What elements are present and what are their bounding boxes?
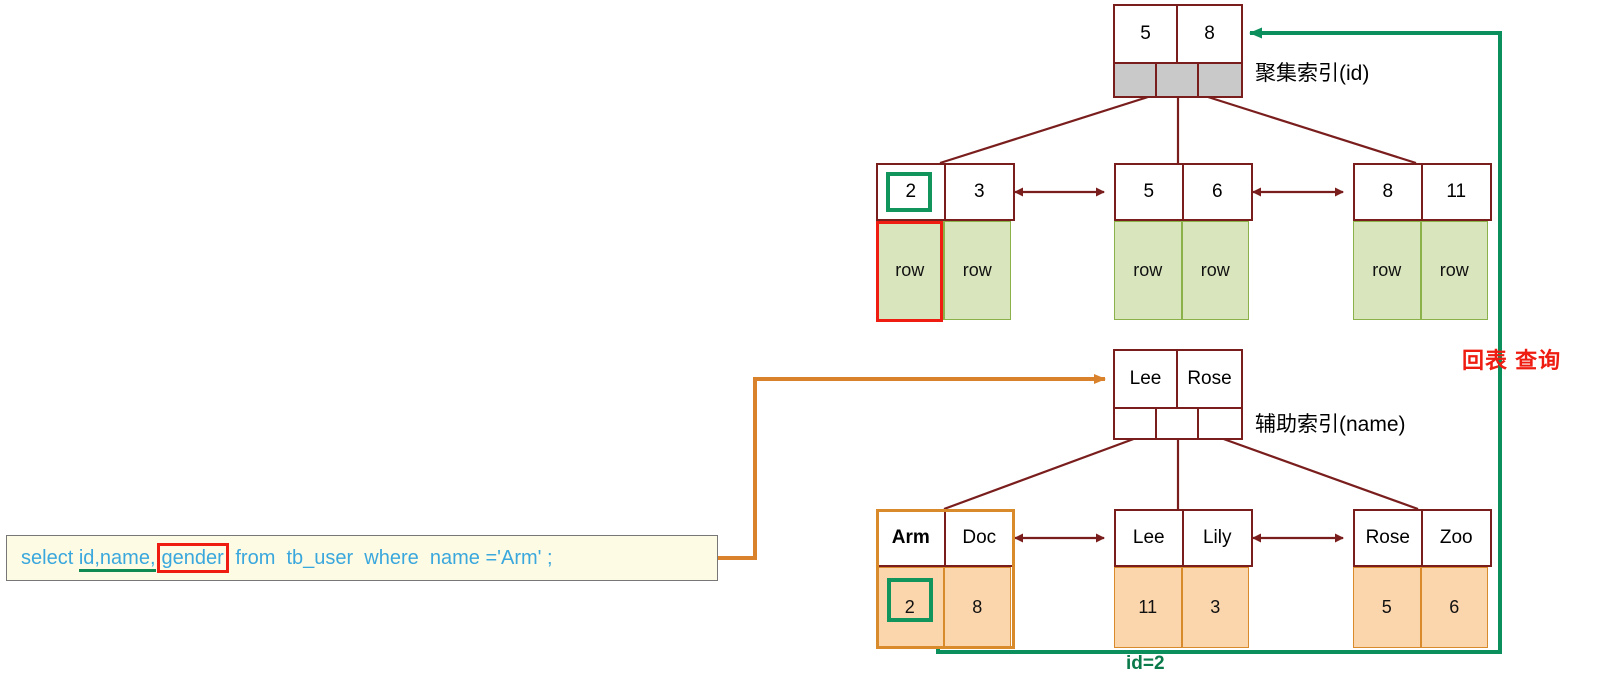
clustered-root-pointer-1[interactable] <box>1157 64 1199 96</box>
sql-part-boxed: gender <box>156 542 229 573</box>
secondary-leaf-2-ids: 5 6 <box>1353 567 1492 648</box>
clustered-root-node[interactable]: 5 8 <box>1113 4 1243 98</box>
secondary-root-pointer-2[interactable] <box>1199 409 1241 438</box>
sql-part-rest: from tb_user where name ='Arm' ; <box>229 546 553 569</box>
secondary-root-pointer-0[interactable] <box>1115 409 1157 438</box>
sql-part-underlined: id,name, <box>78 546 156 572</box>
clustered-leaf-0-rows: row row <box>876 221 1015 320</box>
clustered-leaf-0-row-highlight <box>876 221 943 322</box>
secondary-leaf-1[interactable]: Lee Lily 11 3 <box>1114 509 1253 648</box>
secondary-leaf-0-id-highlight <box>887 578 933 622</box>
clustered-leaf-2-row-0: row <box>1353 221 1421 320</box>
clustered-leaf-1-keys: 5 6 <box>1114 163 1253 221</box>
secondary-leaf-2-key-0: Rose <box>1355 511 1423 565</box>
clustered-index-label: 聚集索引(id) <box>1255 62 1370 85</box>
secondary-leaf-2-id-1: 6 <box>1420 567 1488 648</box>
clustered-leaf-2-key-0: 8 <box>1355 165 1423 219</box>
secondary-leaf-0-key-1: Doc <box>962 527 997 548</box>
sql-part-select: select <box>21 546 79 569</box>
secondary-leaf-2-keys: Rose Zoo <box>1353 509 1492 567</box>
clustered-root-pointer-2[interactable] <box>1199 64 1241 96</box>
clustered-root-pointer-0[interactable] <box>1115 64 1157 96</box>
clustered-leaf-1-row-1: row <box>1181 221 1249 320</box>
clustered-leaf-2-key-1: 11 <box>1446 181 1467 202</box>
secondary-root-key-1: Rose <box>1187 368 1232 389</box>
sql-statement-text: select id,name,gender from tb_user where… <box>21 542 553 573</box>
clustered-leaf-1-row-0: row <box>1114 221 1182 320</box>
secondary-leaf-0-node-highlight <box>876 509 1015 649</box>
clustered-root-key-1: 8 <box>1204 23 1215 44</box>
secondary-root-keys: Lee Rose <box>1113 349 1243 409</box>
sql-statement-box[interactable]: select id,name,gender from tb_user where… <box>6 535 718 581</box>
secondary-root-node[interactable]: Lee Rose <box>1113 349 1243 440</box>
clustered-leaf-0-key-1: 3 <box>973 181 985 202</box>
clustered-leaf-1-key-1: 6 <box>1211 181 1223 202</box>
clustered-leaf-0-key-highlight <box>886 172 932 212</box>
secondary-leaf-1-id-0: 11 <box>1114 567 1182 648</box>
secondary-root-pointer-1[interactable] <box>1157 409 1199 438</box>
clustered-leaf-0-row-1: row <box>943 221 1011 320</box>
clustered-leaf-1-key-0: 5 <box>1116 165 1184 219</box>
secondary-leaf-0-key-0: Arm <box>878 511 946 565</box>
clustered-leaf-1[interactable]: 5 6 row row <box>1114 163 1253 320</box>
clustered-root-key-0: 5 <box>1115 6 1178 62</box>
clustered-leaf-1-rows: row row <box>1114 221 1253 320</box>
secondary-tree-edges <box>943 435 1419 511</box>
clustered-leaf-2-row-1: row <box>1420 221 1488 320</box>
secondary-leaf-1-id-1: 3 <box>1181 567 1249 648</box>
clustered-leaf-2-keys: 8 11 <box>1353 163 1492 221</box>
secondary-leaf-2[interactable]: Rose Zoo 5 6 <box>1353 509 1492 648</box>
id-equals-label: id=2 <box>1126 653 1165 674</box>
secondary-leaf-1-key-0: Lee <box>1116 511 1184 565</box>
secondary-root-pointers <box>1113 409 1243 440</box>
clustered-leaf-0-key-0: 2 <box>878 165 946 219</box>
secondary-index-label: 辅助索引(name) <box>1255 413 1406 436</box>
secondary-leaf-2-key-1: Zoo <box>1439 527 1473 548</box>
clustered-leaf-2-rows: row row <box>1353 221 1492 320</box>
secondary-leaf-1-ids: 11 3 <box>1114 567 1253 648</box>
back-to-table-label: 回表 查询 <box>1462 348 1562 373</box>
clustered-leaf-0-row-0: row <box>876 221 944 320</box>
clustered-leaf-2[interactable]: 8 11 row row <box>1353 163 1492 320</box>
secondary-leaf-2-id-0: 5 <box>1353 567 1421 648</box>
secondary-leaf-1-key-1: Lily <box>1202 527 1232 548</box>
clustered-root-pointers <box>1113 64 1243 98</box>
secondary-leaf-1-keys: Lee Lily <box>1114 509 1253 567</box>
clustered-root-keys: 5 8 <box>1113 4 1243 64</box>
clustered-tree-edges <box>939 95 1417 165</box>
secondary-root-key-0: Lee <box>1115 351 1178 407</box>
